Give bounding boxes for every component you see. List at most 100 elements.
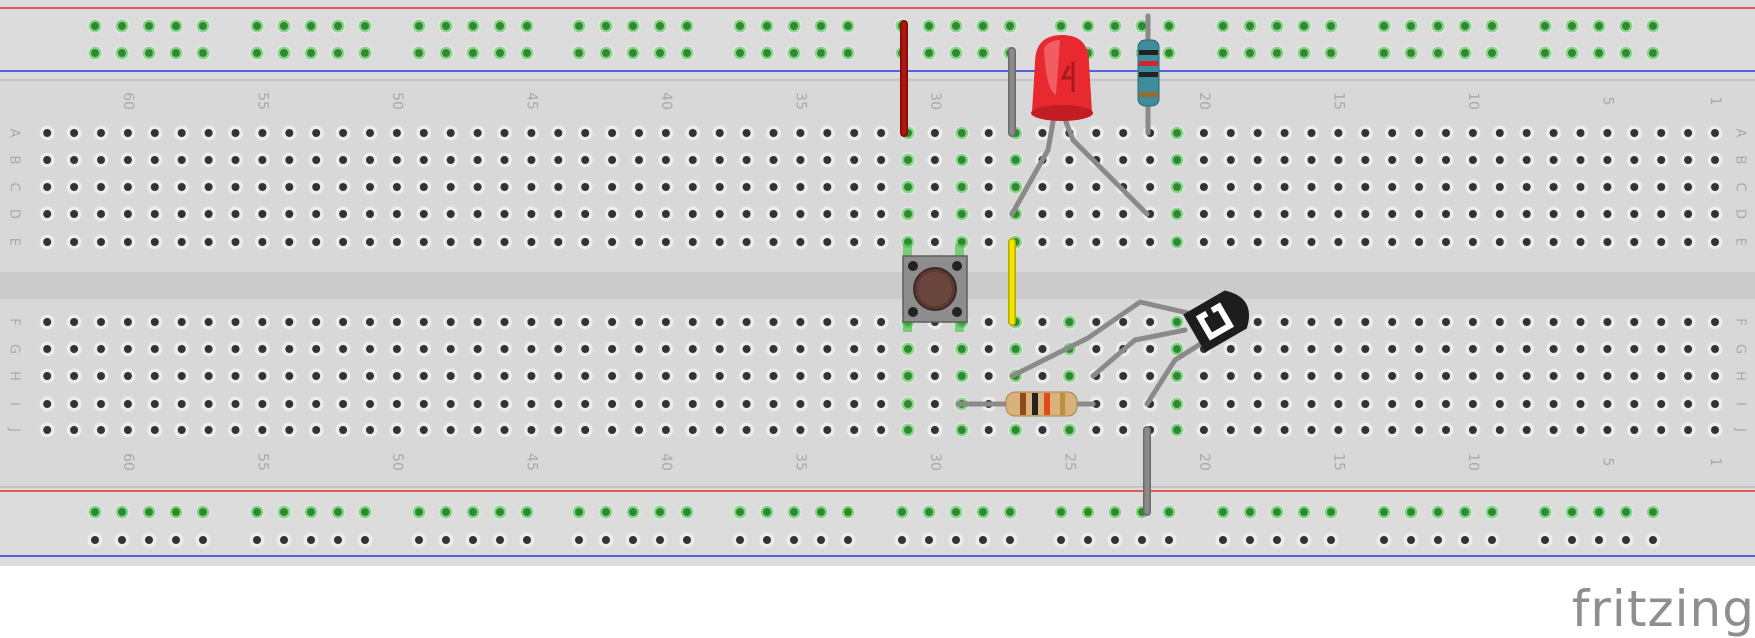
breadboard-hole[interactable] [688,426,697,434]
breadboard-hole[interactable] [177,129,186,137]
breadboard-hole[interactable] [742,156,751,164]
breadboard-hole[interactable] [1495,426,1504,434]
breadboard-hole[interactable] [1495,183,1504,191]
rail-hole[interactable] [1622,536,1630,544]
rail-hole[interactable] [1434,508,1442,516]
breadboard-hole[interactable] [904,210,912,218]
rail-hole[interactable] [280,22,288,30]
breadboard-hole[interactable] [930,238,939,246]
breadboard-hole[interactable] [823,156,832,164]
breadboard-hole[interactable] [473,345,482,353]
breadboard-hole[interactable] [1549,129,1558,137]
breadboard-hole[interactable] [1657,318,1666,326]
breadboard-hole[interactable] [366,238,374,246]
rail-hole[interactable] [1327,536,1335,544]
breadboard-hole[interactable] [984,129,993,137]
breadboard-hole[interactable] [1092,318,1101,326]
breadboard-hole[interactable] [1684,318,1693,326]
breadboard-hole[interactable] [823,400,832,408]
breadboard-hole[interactable] [554,129,563,137]
breadboard-hole[interactable] [204,318,213,326]
breadboard-hole[interactable] [419,426,428,434]
breadboard-hole[interactable] [1119,238,1128,246]
breadboard-hole[interactable] [581,129,590,137]
breadboard-hole[interactable] [661,129,670,137]
rail-hole[interactable] [523,49,531,57]
breadboard-hole[interactable] [850,345,859,353]
breadboard-hole[interactable] [1253,183,1262,191]
breadboard-hole[interactable] [1657,210,1666,218]
rail-hole[interactable] [172,508,180,516]
breadboard-hole[interactable] [850,372,859,380]
breadboard-hole[interactable] [123,210,132,218]
rail-hole[interactable] [1165,508,1173,516]
breadboard-hole[interactable] [43,183,52,191]
breadboard-hole[interactable] [1495,345,1504,353]
breadboard-hole[interactable] [957,210,966,218]
breadboard-hole[interactable] [70,318,79,326]
breadboard-hole[interactable] [1334,156,1343,164]
rail-hole[interactable] [952,49,960,57]
breadboard-hole[interactable] [1415,238,1424,246]
breadboard-hole[interactable] [1388,372,1397,380]
breadboard-hole[interactable] [1388,345,1397,353]
rail-hole[interactable] [1273,22,1281,30]
breadboard-hole[interactable] [930,345,939,353]
breadboard-hole[interactable] [177,210,186,218]
breadboard-hole[interactable] [957,183,966,191]
breadboard-hole[interactable] [150,426,159,434]
rail-hole[interactable] [415,508,423,516]
breadboard-hole[interactable] [123,318,132,326]
breadboard-hole[interactable] [877,156,886,164]
breadboard-hole[interactable] [823,210,832,218]
breadboard-hole[interactable] [43,129,52,137]
breadboard-hole[interactable] [231,210,240,218]
breadboard-hole[interactable] [742,372,751,380]
rail-hole[interactable] [575,22,583,30]
breadboard-hole[interactable] [312,183,321,191]
breadboard-hole[interactable] [1173,210,1181,218]
breadboard-hole[interactable] [1146,156,1155,164]
breadboard-hole[interactable] [850,210,859,218]
breadboard-hole[interactable] [877,129,886,137]
rail-hole[interactable] [1434,22,1442,30]
breadboard-hole[interactable] [312,345,321,353]
breadboard-hole[interactable] [419,129,428,137]
breadboard-hole[interactable] [1361,426,1370,434]
rail-hole[interactable] [523,536,531,544]
rail-hole[interactable] [683,536,691,544]
breadboard-hole[interactable] [312,426,321,434]
breadboard-hole[interactable] [608,210,617,218]
breadboard-hole[interactable] [150,400,159,408]
breadboard-hole[interactable] [1334,238,1343,246]
breadboard-hole[interactable] [312,400,321,408]
breadboard-hole[interactable] [1038,372,1047,380]
rail-hole[interactable] [1407,49,1415,57]
breadboard-hole[interactable] [688,345,697,353]
breadboard-hole[interactable] [392,318,401,326]
breadboard-hole[interactable] [1549,156,1558,164]
breadboard-hole[interactable] [97,318,105,326]
breadboard-hole[interactable] [1388,129,1397,137]
breadboard-hole[interactable] [554,345,563,353]
breadboard-hole[interactable] [123,238,132,246]
rail-hole[interactable] [1219,22,1227,30]
breadboard-hole[interactable] [850,400,859,408]
breadboard-hole[interactable] [1657,238,1666,246]
breadboard-hole[interactable] [339,345,348,353]
rail-hole[interactable] [1006,22,1014,30]
breadboard-hole[interactable] [1630,426,1639,434]
breadboard-hole[interactable] [1684,210,1693,218]
rail-hole[interactable] [656,508,664,516]
breadboard-hole[interactable] [823,426,832,434]
breadboard-hole[interactable] [177,318,186,326]
breadboard-hole[interactable] [904,183,912,191]
breadboard-hole[interactable] [742,129,751,137]
breadboard-hole[interactable] [984,426,993,434]
breadboard-hole[interactable] [1442,372,1450,380]
breadboard-hole[interactable] [984,156,993,164]
breadboard-hole[interactable] [419,345,428,353]
rail-hole[interactable] [898,536,906,544]
breadboard-hole[interactable] [1173,156,1181,164]
